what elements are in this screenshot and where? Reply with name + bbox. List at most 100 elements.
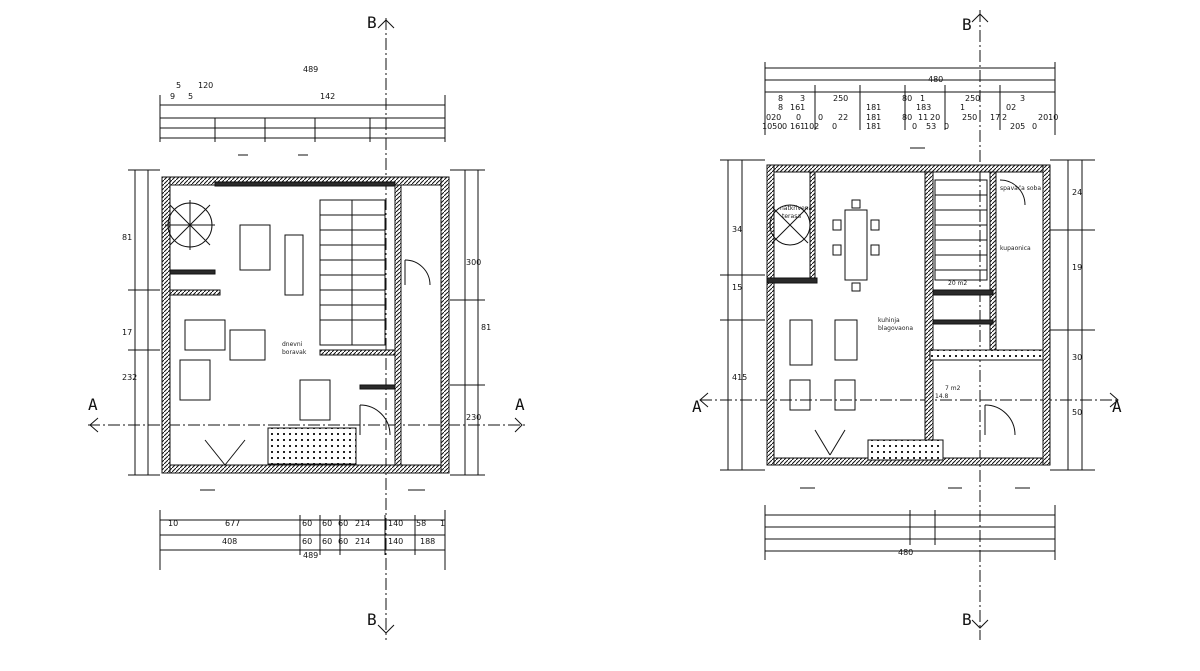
dim-r-r4-9: 205	[1010, 122, 1025, 131]
dim-r-r4-10: 0	[1032, 122, 1037, 131]
dim-r-r3-6: 11	[918, 113, 928, 122]
dim-left-0: 81	[122, 233, 132, 242]
dim-bot-r1-7: 58	[416, 519, 426, 528]
dim-top-r1-1: 120	[198, 81, 213, 90]
dim-left-1: 17	[122, 328, 132, 337]
dim-r-right-2: 30	[1072, 353, 1082, 362]
dim-r-r4-1: 0	[782, 122, 787, 131]
dim-r-r3-7: 20	[930, 113, 940, 122]
room-r-label-5: kupaonica	[1000, 245, 1031, 252]
kitchen-counter	[267, 427, 357, 465]
furniture	[179, 224, 331, 466]
interior-walls-right	[766, 171, 1044, 453]
dim-r-r3-4: 181	[866, 113, 881, 122]
dim-r-bot-total: 480	[898, 548, 913, 557]
room-r-label-1: terasa	[782, 213, 801, 220]
dim-bot-r1-8: 1	[440, 519, 445, 528]
left-dimension-chain	[128, 169, 160, 476]
kitchen-counter-right	[867, 439, 944, 461]
dim-top-r2-1: 5	[188, 92, 193, 101]
room-label-1: boravak	[282, 349, 307, 356]
dim-r-r4-8: 0	[944, 122, 949, 131]
dim-r-r1-4: 1	[920, 94, 925, 103]
dim-bot-r1-6: 140	[388, 519, 403, 528]
spiral-symbol-right	[769, 204, 811, 246]
right-plan-labels: B B A A 480 8 3 250 80 1 250 3 8 161 181…	[692, 15, 1122, 629]
dim-r-r3-10: 2	[1002, 113, 1007, 122]
right-floor-plan	[699, 10, 1120, 640]
bottom-dimension-chain	[159, 510, 446, 570]
dim-bot-r2-0: 408	[222, 537, 237, 546]
section-label-a-left: A	[88, 395, 98, 414]
dim-r-r2-4: 1	[960, 103, 965, 112]
dim-r-r3-1: 0	[796, 113, 801, 122]
dim-r-r4-5: 181	[866, 122, 881, 131]
dim-r-r1-3: 80	[902, 94, 912, 103]
dim-r-top-total: 480	[928, 75, 943, 84]
dim-bot-r2-3: 60	[338, 537, 348, 546]
door-swings	[359, 259, 431, 436]
right-dimension-chain-right	[1050, 159, 1095, 471]
dim-r-r4-4: 0	[832, 122, 837, 131]
dim-right-0: 300	[466, 258, 481, 267]
dim-r-r3-9: 17	[990, 113, 1000, 122]
dim-bot-r1-0: 10	[168, 519, 178, 528]
section-label-a-left-right: A	[692, 397, 702, 416]
area-r-label-2: 14.8	[935, 393, 949, 400]
dim-r-r1-0: 8	[778, 94, 783, 103]
dim-r-r1-2: 250	[833, 94, 848, 103]
section-label-a-right-right: A	[1112, 397, 1122, 416]
dim-r-left-2: 415	[732, 373, 747, 382]
dim-r-r2-0: 8	[778, 103, 783, 112]
dim-bot-r1-5: 214	[355, 519, 370, 528]
dim-r-r4-7: 53	[926, 122, 936, 131]
room-r-label-4: spavaća soba	[1000, 185, 1041, 192]
dim-r-r3-5: 80	[902, 113, 912, 122]
dim-bot-total: 489	[303, 551, 318, 560]
dim-r-r3-3: 22	[838, 113, 848, 122]
dim-bot-r1-3: 60	[322, 519, 332, 528]
dim-bot-r2-6: 188	[420, 537, 435, 546]
dim-r-left-0: 34	[732, 225, 742, 234]
dim-top-total: 489	[303, 65, 318, 74]
dim-r-r3-0: 020	[766, 113, 781, 122]
door-swings-right	[984, 179, 1026, 436]
dim-r-r2-1: 161	[790, 103, 805, 112]
dim-bot-r2-2: 60	[322, 537, 332, 546]
room-r-label-3: blagovaona	[878, 325, 913, 332]
dim-bot-r1-2: 60	[302, 519, 312, 528]
section-label-b-top: B	[367, 13, 377, 32]
dim-right-2: 230	[466, 413, 481, 422]
furniture-right	[789, 319, 858, 456]
section-label-b-top-right: B	[962, 15, 972, 34]
outer-walls	[161, 176, 450, 474]
room-r-label-0: natkrivena	[780, 205, 812, 212]
dim-r-r3-8: 250	[962, 113, 977, 122]
left-dimension-chain-right	[720, 159, 765, 471]
room-r-label-2: kuhinja	[878, 317, 900, 324]
interior-walls	[169, 181, 402, 466]
dim-top-r1-0: 5	[176, 81, 181, 90]
dim-top-r2-2: 142	[320, 92, 335, 101]
dim-r-right-0: 24	[1072, 188, 1082, 197]
dim-bot-r1-1: 677	[225, 519, 240, 528]
dim-bot-r2-4: 214	[355, 537, 370, 546]
top-dimension-chain-right	[764, 62, 1056, 135]
dim-bot-r2-5: 140	[388, 537, 403, 546]
dim-r-right-3: 50	[1072, 408, 1082, 417]
dim-left-2: 232	[122, 373, 137, 382]
dim-r-r4-0: 1050	[762, 122, 782, 131]
section-markers-right	[699, 13, 1119, 629]
dim-bot-r1-4: 60	[338, 519, 348, 528]
outer-walls-right	[766, 164, 1051, 466]
dim-bot-r2-1: 60	[302, 537, 312, 546]
bottom-dimension-chain-right	[764, 505, 1056, 560]
left-plan-labels: B B A A 489 5 120 9 5 142 10 677 60 60 6…	[88, 13, 525, 629]
dim-r-r2-2: 181	[866, 103, 881, 112]
section-markers	[89, 19, 523, 634]
dim-r-r2-5: 02	[1006, 103, 1016, 112]
dim-r-r1-6: 3	[1020, 94, 1025, 103]
dim-r-r4-2: 161	[790, 122, 805, 131]
left-floor-plan	[88, 18, 525, 640]
